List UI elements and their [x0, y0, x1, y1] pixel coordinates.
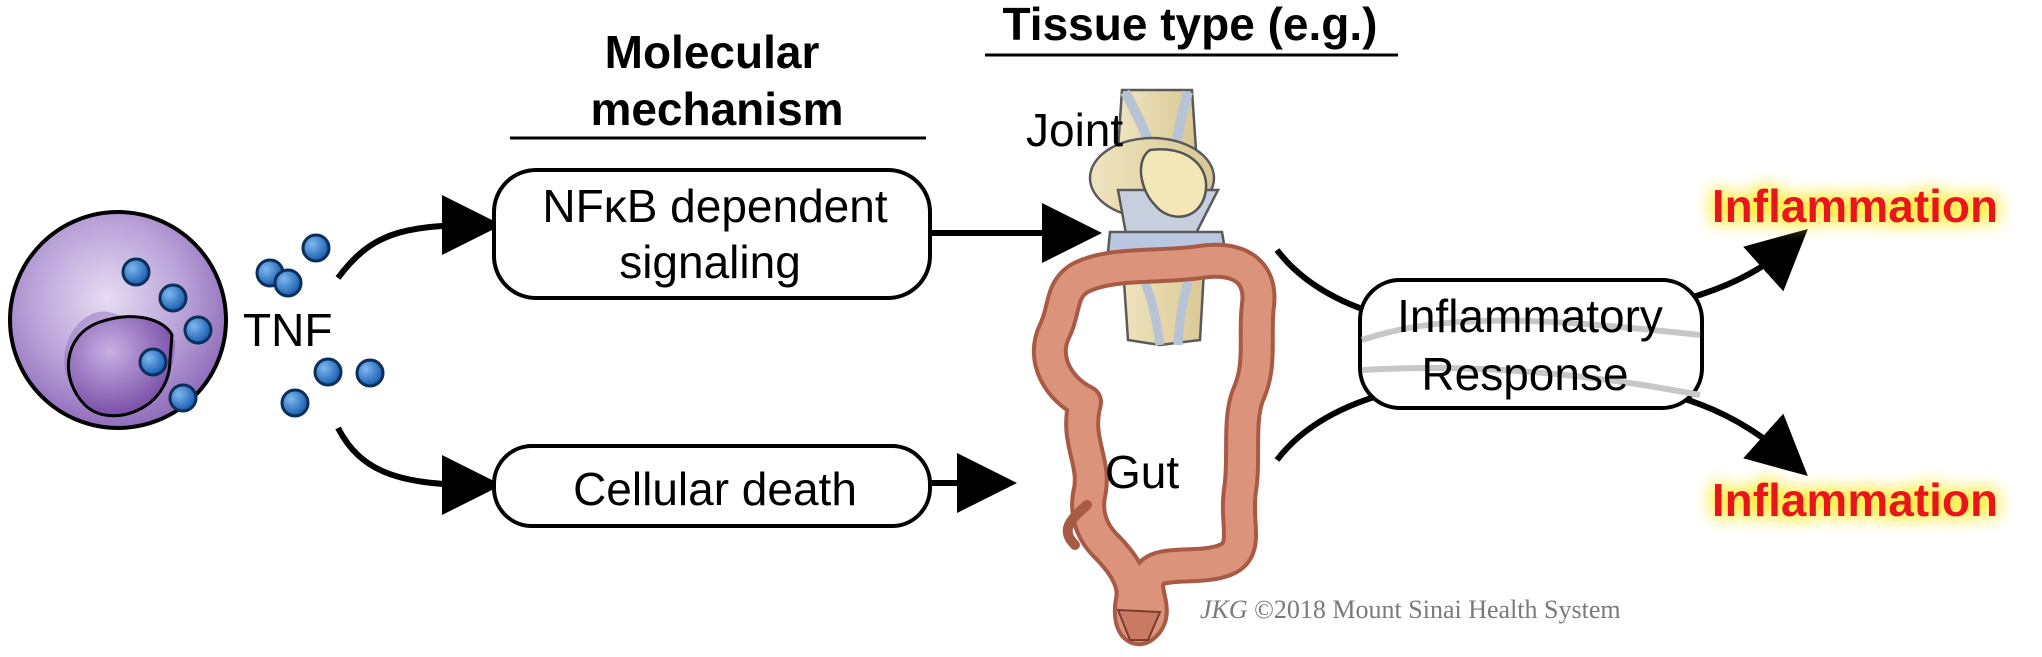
tnf-molecule [280, 388, 310, 418]
cellular-death-label: Cellular death [573, 463, 857, 515]
gut-label: Gut [1105, 446, 1179, 498]
tnf-molecule [301, 233, 331, 263]
response-label-line2: Response [1421, 348, 1628, 400]
immune-cell [8, 210, 228, 430]
tnf-molecule [168, 383, 198, 413]
nfkb-label-line2: signaling [619, 236, 801, 288]
gut-illustration [1031, 242, 1277, 646]
header-molecular-line2: mechanism [590, 83, 843, 135]
tnf-molecule [138, 347, 168, 377]
credit-initials: JKG [1200, 595, 1248, 624]
credit-text: ©2018 Mount Sinai Health System [1248, 595, 1621, 624]
arrow-tnf-to-nfkb [335, 195, 502, 280]
tnf-molecule [158, 283, 188, 313]
header-tissue: Tissue type (e.g.) [1003, 0, 1378, 50]
tnf-label: TNF [243, 304, 332, 356]
tnf-molecule [313, 357, 343, 387]
arrow-tnf-to-death [335, 426, 502, 515]
tnf-molecule [355, 358, 385, 388]
inflammation-bottom: Inflammation [1712, 474, 1998, 526]
inflammatory-response-box: Inflammatory Response [1358, 278, 1704, 410]
cell-nucleus [66, 315, 174, 418]
nfkb-label-line1: NFκB dependent [542, 180, 887, 232]
patella [1139, 147, 1208, 218]
tnf-molecule [121, 257, 151, 287]
joint-illustration [1088, 88, 1227, 347]
cellular-death-box: Cellular death [492, 444, 932, 528]
tnf-molecule [273, 268, 303, 298]
header-molecular-line1: Molecular [605, 26, 820, 78]
copyright-credit: JKG ©2018 Mount Sinai Health System [1200, 595, 1621, 624]
tnf-molecule [183, 315, 213, 345]
inflammation-top: Inflammation [1712, 180, 1998, 232]
response-label-line1: Inflammatory [1397, 290, 1663, 342]
nfkb-signaling-box: NFκB dependent signaling [492, 168, 932, 300]
joint-label: Joint [1026, 104, 1123, 156]
tnf-molecules [121, 233, 385, 418]
